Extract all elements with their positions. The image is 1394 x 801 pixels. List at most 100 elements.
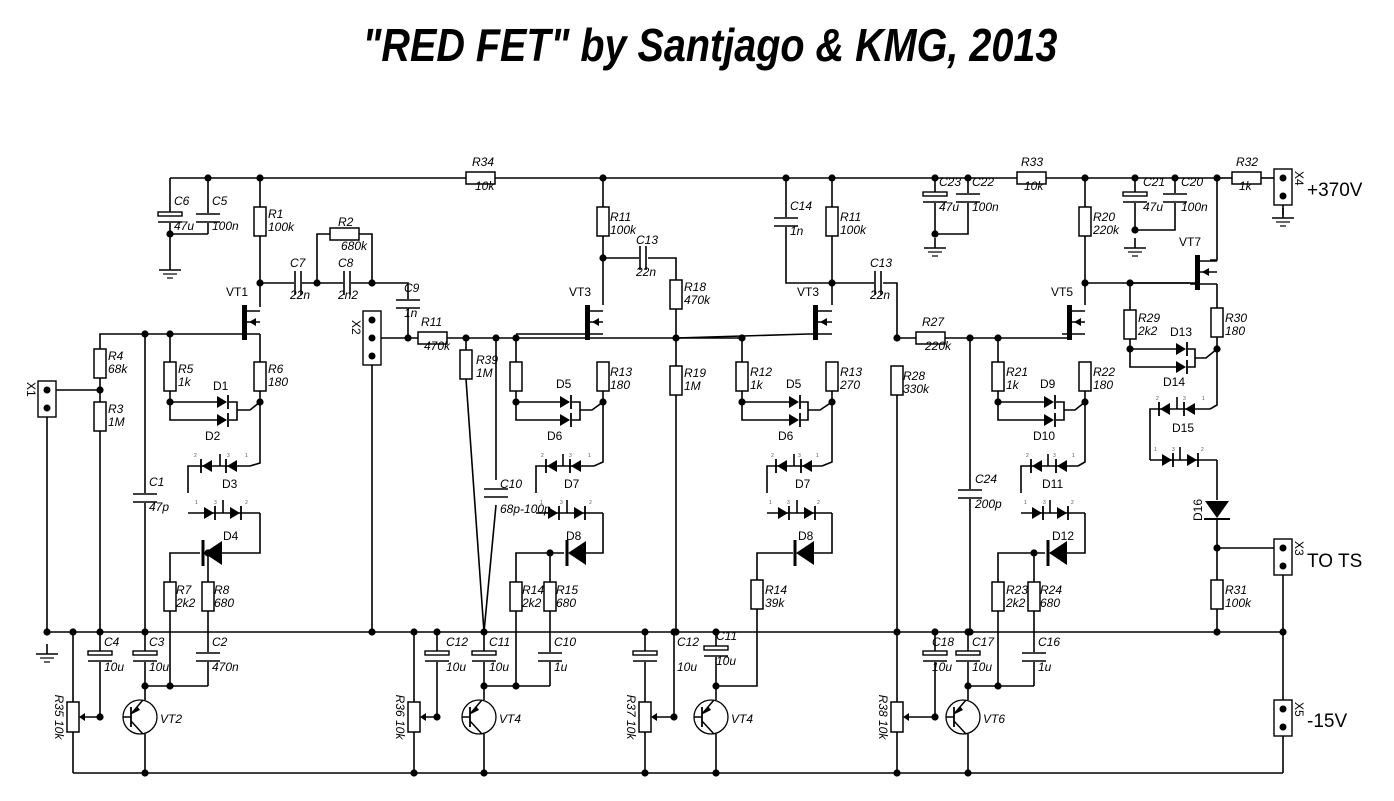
capacitor-c4 <box>87 650 113 662</box>
mosfet-vt3b <box>808 305 832 340</box>
capacitor-c10b <box>538 652 562 662</box>
diode-icon <box>1158 402 1170 416</box>
component-value: 680 <box>1040 596 1060 610</box>
ref-designator: C9 <box>404 281 420 295</box>
wire <box>934 178 969 235</box>
connector-ref: X1 <box>24 382 38 397</box>
component-value: 68p-100p <box>500 502 551 516</box>
diode-icon <box>789 413 801 427</box>
wire <box>741 391 797 421</box>
resistor-r29 <box>1123 309 1137 340</box>
diode-icon <box>1176 360 1188 374</box>
component-value: 470k <box>424 339 451 353</box>
ref-designator: D8 <box>798 529 814 543</box>
resistor-r14b <box>750 579 764 610</box>
capacitor-c13a <box>639 246 647 270</box>
ref-designator: R21 <box>1006 365 1028 379</box>
capacitor-c23 <box>922 191 948 203</box>
junction-dot <box>166 682 174 690</box>
capacitor-c11a <box>471 650 497 662</box>
component-value: 1n <box>790 224 804 238</box>
junction-dot <box>964 628 972 636</box>
junction-dot <box>828 174 836 182</box>
resistor-r28 <box>890 365 904 396</box>
resistor-r13a <box>596 361 610 392</box>
pin-number: 2 <box>541 453 544 459</box>
ref-designator: D16 <box>1191 499 1205 521</box>
junction-dot <box>166 398 174 406</box>
component-value: 180 <box>1225 324 1245 338</box>
component-value: 10k <box>1024 179 1044 193</box>
junction-dot <box>1171 174 1179 182</box>
junction-dot <box>1126 279 1134 287</box>
wire <box>648 257 677 280</box>
pin-number: 2 <box>589 500 592 506</box>
pin-number: 2 <box>1201 447 1204 453</box>
ref-designator: R31 <box>1225 583 1247 597</box>
junction-dot <box>1131 174 1139 182</box>
ref-designator: R14 <box>765 583 787 597</box>
diode-icon <box>775 459 787 473</box>
connector-x5 <box>1273 699 1293 737</box>
ground-icon <box>1272 208 1294 227</box>
component-value: 47u <box>939 200 959 214</box>
diode-icon <box>1183 402 1195 416</box>
component-value: 22n <box>635 265 656 279</box>
ground-icon <box>924 238 946 257</box>
pin-number: 2 <box>1156 396 1159 402</box>
junction-dot <box>141 628 149 636</box>
diode-icon <box>1187 453 1199 467</box>
junction-dot <box>599 254 607 262</box>
wire <box>814 513 833 554</box>
component-value: 1n <box>404 306 418 320</box>
capacitor-c14 <box>774 217 798 227</box>
junction-dot <box>994 682 1002 690</box>
ref-designator: R13 <box>840 365 862 379</box>
junction-dot <box>994 398 1002 406</box>
junction-dot <box>712 769 720 777</box>
component-value: 100k <box>610 223 637 237</box>
junction-dot <box>204 174 212 182</box>
resistor-r22 <box>1078 361 1092 392</box>
zener-diode-d12 <box>1046 540 1067 566</box>
component-value: 1M <box>108 415 125 429</box>
junction-dot <box>480 682 488 690</box>
resistor-r32 <box>1231 171 1262 185</box>
supply-label-minus15v: -15V <box>1307 711 1347 732</box>
ref-designator: VT3 <box>569 285 591 299</box>
junction-dot <box>931 713 939 721</box>
resistor-r13b <box>825 361 839 392</box>
wire <box>997 391 1052 421</box>
ref-designator: D13 <box>1170 325 1192 339</box>
ground-icon <box>159 260 181 279</box>
resistor-r21 <box>991 361 1005 392</box>
trimmer-r36 <box>407 701 437 733</box>
component-value: 10u <box>716 654 736 668</box>
resistor-r6 <box>253 361 267 392</box>
resistor-r14a <box>509 581 523 612</box>
junction-dot <box>433 713 441 721</box>
ref-designator: R33 <box>1021 155 1043 169</box>
capacitor-c6 <box>157 211 183 223</box>
component-value: 2k2 <box>1005 596 1026 610</box>
ref-designator: D9 <box>1040 377 1056 391</box>
pin-number: 3 <box>1172 447 1175 453</box>
resistor-r11c <box>825 206 839 237</box>
component-value: 680k <box>341 239 368 253</box>
capacitor-c10a <box>484 488 508 498</box>
ref-designator: C5 <box>212 194 228 208</box>
junction-dot <box>1030 549 1038 557</box>
wires <box>46 177 1284 774</box>
component-value: 1u <box>1038 660 1052 674</box>
wire <box>483 504 497 633</box>
pin-number: 2 <box>194 453 197 459</box>
